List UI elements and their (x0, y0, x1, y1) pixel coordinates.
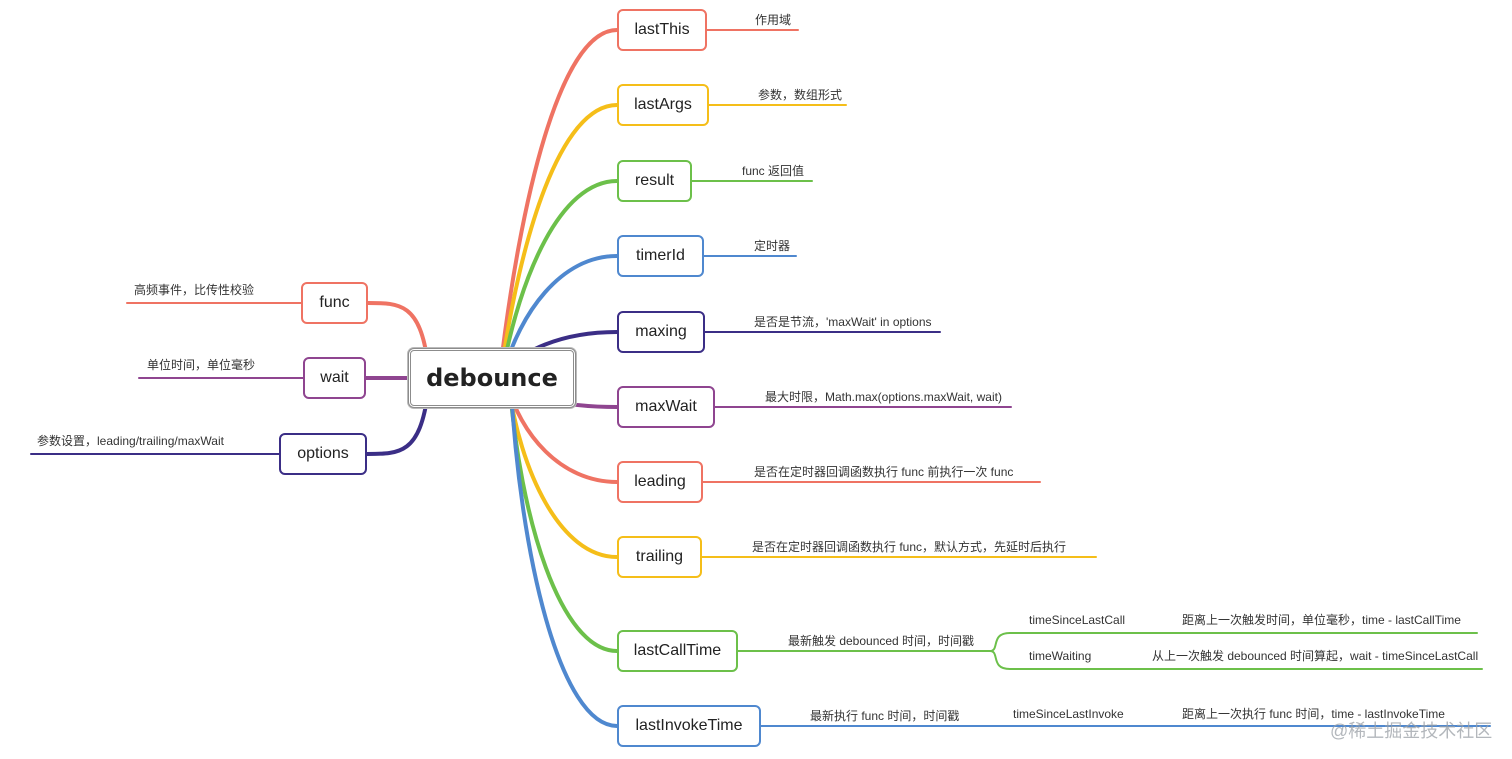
label-timeSinceLastInvoke[interactable]: timeSinceLastInvoke (1013, 707, 1124, 721)
trunk-func (366, 301, 430, 366)
node-lastInvokeTime[interactable]: lastInvokeTime (617, 705, 761, 747)
node-maxing[interactable]: maxing (617, 311, 705, 353)
node-lastCallTime[interactable]: lastCallTime (617, 630, 738, 672)
node-lastArgs[interactable]: lastArgs (617, 84, 709, 126)
note-trailing[interactable]: 是否在定时器回调函数执行 func，默认方式，先延时后执行 (752, 540, 1067, 554)
node-trailing[interactable]: trailing (617, 536, 702, 578)
node-lastThis[interactable]: lastThis (617, 9, 707, 51)
note-timerId[interactable]: 定时器 (754, 239, 791, 253)
node-timerId[interactable]: timerId (617, 235, 704, 277)
trunk-lastInvokeTime (508, 382, 619, 728)
note-func[interactable]: 高频事件，比传性校验 (134, 283, 255, 297)
label-timeSinceLastCall[interactable]: timeSinceLastCall (1029, 613, 1126, 627)
note-wait[interactable]: 单位时间，单位毫秒 (147, 358, 256, 372)
trunk-result (500, 179, 619, 374)
branch-timeSinceLastCall (989, 632, 1478, 652)
note-lastThis[interactable]: 作用域 (755, 13, 792, 27)
node-options[interactable]: options (279, 433, 367, 475)
note-timeSinceLastCall[interactable]: 距离上一次触发时间，单位毫秒，time - lastCallTime (1182, 613, 1461, 627)
node-result[interactable]: result (617, 160, 692, 202)
root-node-debounce[interactable]: debounce (408, 348, 576, 408)
note-lastArgs[interactable]: 参数，数组形式 (758, 88, 843, 102)
trunk-lastThis (498, 28, 619, 374)
note-timeSinceLastInvoke[interactable]: 距离上一次执行 func 时间，time - lastInvokeTime (1182, 707, 1445, 721)
label-timeWaiting[interactable]: timeWaiting (1029, 649, 1092, 663)
note-maxWait[interactable]: 最大时限，Math.max(options.maxWait, wait) (765, 390, 1002, 404)
node-func[interactable]: func (301, 282, 368, 324)
trunk-options (365, 390, 430, 456)
note-result[interactable]: func 返回值 (742, 164, 805, 178)
watermark: @稀土掘金技术社区 (1330, 721, 1493, 741)
node-maxWait[interactable]: maxWait (617, 386, 715, 428)
note-leading[interactable]: 是否在定时器回调函数执行 func 前执行一次 func (754, 465, 1014, 479)
note-options[interactable]: 参数设置，leading/trailing/maxWait (37, 434, 224, 448)
note-lastInvokeTime[interactable]: 最新执行 func 时间，时间戳 (810, 709, 960, 723)
trunk-lastArgs (499, 103, 619, 374)
node-leading[interactable]: leading (617, 461, 703, 503)
note-timeWaiting[interactable]: 从上一次触发 debounced 时间算起，wait - timeSinceLa… (1152, 649, 1479, 663)
note-maxing[interactable]: 是否是节流，'maxWait' in options (754, 315, 932, 329)
branch-timeWaiting (989, 650, 1483, 670)
node-wait[interactable]: wait (303, 357, 366, 399)
note-lastCallTime[interactable]: 最新触发 debounced 时间，时间戳 (788, 634, 975, 648)
